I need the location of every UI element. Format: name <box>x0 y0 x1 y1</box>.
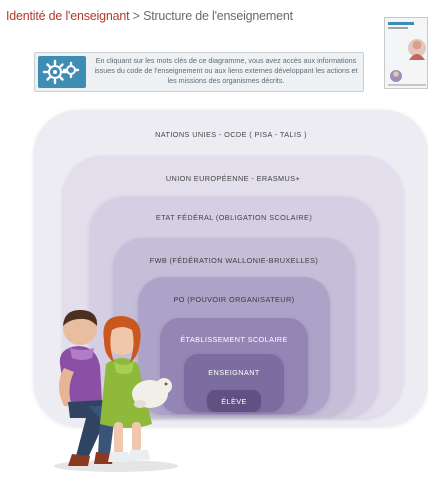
breadcrumb: Identité de l'enseignant > Structure de … <box>6 9 293 23</box>
layer-eleve-label: ÉLÈVE <box>221 397 247 406</box>
layer-union-europeenne-label: UNION EUROPÉENNE - ERASMUS+ <box>165 174 301 183</box>
layer-enseignant-label: ENSEIGNANT <box>208 368 260 377</box>
publication-cover-thumbnail[interactable] <box>384 17 428 89</box>
layer-etablissement-scolaire-label: ÉTABLISSEMENT SCOLAIRE <box>180 335 288 344</box>
breadcrumb-section-link[interactable]: Identité de l'enseignant <box>6 9 130 23</box>
layer-eleve[interactable]: ÉLÈVE <box>207 390 261 412</box>
breadcrumb-current-page: Structure de l'enseignement <box>143 9 293 23</box>
gears-icon <box>38 56 86 88</box>
info-banner: En cliquant sur les mots clés de ce diag… <box>34 52 364 92</box>
info-banner-text: En cliquant sur les mots clés de ce diag… <box>94 56 358 85</box>
layer-pouvoir-organisateur-label: PO (POUVOIR ORGANISATEUR) <box>173 295 295 304</box>
layer-fwb-label: FWB (FÉDÉRATION WALLONIE-BRUXELLES) <box>149 256 319 265</box>
breadcrumb-separator: > <box>132 9 140 23</box>
layer-nations-unies-ocde-label: NATIONS UNIES - OCDE ( PISA - TALIS ) <box>155 130 307 139</box>
children-illustration <box>38 306 198 473</box>
layer-etat-federal-label: ETAT FÉDÉRAL (OBLIGATION SCOLAIRE) <box>155 213 313 222</box>
